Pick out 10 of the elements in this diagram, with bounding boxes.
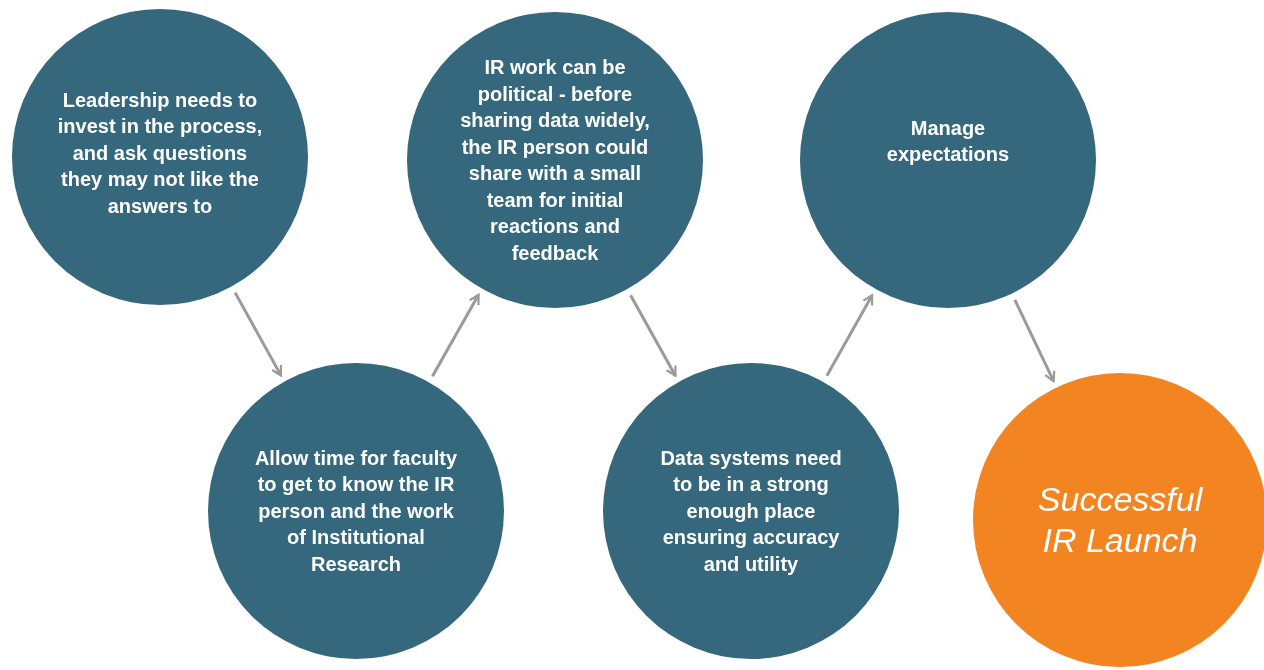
arrow	[825, 294, 874, 377]
step-text: Allow time for faculty to get to know the IR person and the work of Institutional Research	[253, 445, 459, 577]
step-text: IR work can be political - before sharing data widely, the IR person could share with a small team for initial reactions and feedback	[459, 55, 651, 266]
step-text: Manage expectations	[885, 115, 1011, 167]
step-text: Leadership needs to invest in the process, and ask questions they may not like the answers to	[56, 87, 264, 219]
arrow	[431, 293, 480, 377]
arrow	[233, 291, 283, 377]
step-text: Data systems need to be in a strong enough place ensuring accuracy and utility	[659, 445, 843, 577]
step-text: Successful IR Launch	[1036, 479, 1204, 561]
arrow	[629, 294, 677, 377]
